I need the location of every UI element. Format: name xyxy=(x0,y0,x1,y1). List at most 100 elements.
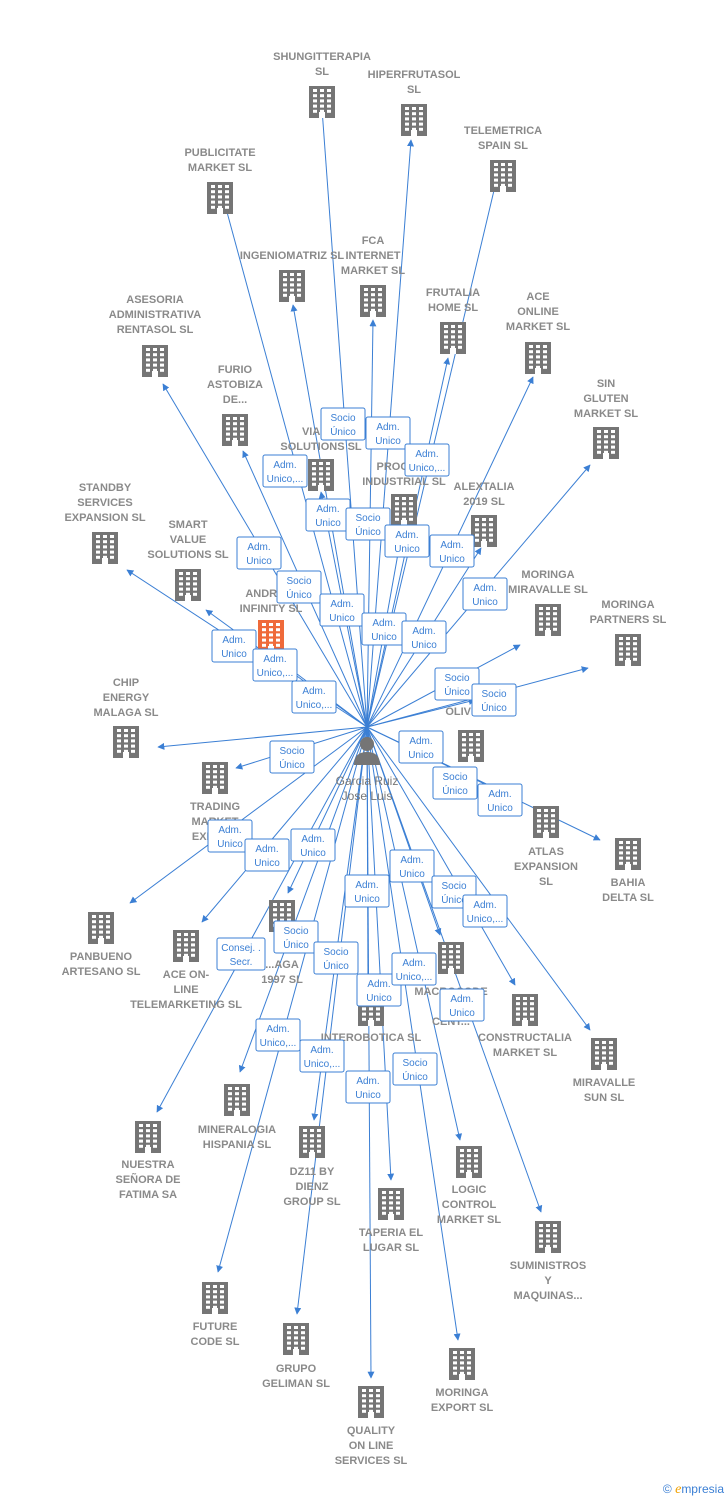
relation-badge[interactable]: Adm.Unico xyxy=(384,524,430,558)
center-person[interactable]: Garcia Ruiz Jose Luis xyxy=(336,737,399,803)
company-label: MINERALOGIA xyxy=(198,1124,276,1136)
relation-badge[interactable]: Adm.Unico,... xyxy=(462,894,508,928)
relation-badge[interactable]: Adm.Unico xyxy=(305,498,351,532)
company-label: TELEMARKETING SL xyxy=(130,999,242,1011)
relation-label: Unico xyxy=(472,597,498,608)
relation-badge[interactable]: Adm.Unico xyxy=(477,783,523,817)
building-icon xyxy=(512,994,538,1026)
relation-badge[interactable]: Adm.Unico xyxy=(462,577,508,611)
company-label: SIN xyxy=(597,378,615,390)
company-label: SUMINISTROS xyxy=(510,1260,586,1272)
edge-mineralogia xyxy=(238,726,368,1073)
relation-badge[interactable]: Adm.Unico xyxy=(398,730,444,764)
relation-badge[interactable]: Adm.Unico xyxy=(356,973,402,1007)
company-label: SERVICES xyxy=(77,497,132,509)
company-node-furio[interactable]: FURIOASTOBIZADE... xyxy=(207,364,263,446)
company-label: HISPANIA SL xyxy=(203,1139,272,1151)
relation-badge[interactable]: Adm.Unico,... xyxy=(262,454,308,488)
relation-label: Adm. xyxy=(218,825,241,836)
company-label: MORINGA xyxy=(521,569,574,581)
relation-badge[interactable]: Adm.Unico xyxy=(244,838,290,872)
relation-badge[interactable]: Adm.Unico xyxy=(389,849,435,883)
relation-badge[interactable]: Adm.Unico xyxy=(344,874,390,908)
company-node-suministros[interactable]: SUMINISTROSYMAQUINAS... xyxy=(510,1221,586,1302)
relation-badge[interactable]: Consej. .Secr. xyxy=(216,937,266,971)
company-label: INFINITY SL xyxy=(240,603,303,615)
company-label: INGENIOMATRIZ SL xyxy=(240,250,345,262)
relation-badge[interactable]: Adm.Unico,... xyxy=(299,1039,345,1073)
relation-badge[interactable]: Adm.Unico xyxy=(365,416,411,450)
edge-quality-online xyxy=(366,726,375,1379)
relation-label: Adm. xyxy=(247,542,270,553)
relation-badge[interactable]: Adm.Unico,... xyxy=(291,680,337,714)
relation-badge[interactable]: Adm.Unico xyxy=(345,1070,391,1104)
relation-badge[interactable]: Adm.Unico,... xyxy=(255,1018,301,1052)
relation-badge[interactable]: Adm.Unico xyxy=(211,629,257,663)
building-icon xyxy=(202,762,228,794)
company-label: SEÑORA DE xyxy=(116,1173,181,1186)
company-node-mineralogia[interactable]: MINERALOGIA HISPANIA SL xyxy=(198,1084,276,1151)
relation-badge[interactable]: Adm.Unico xyxy=(439,988,485,1022)
company-label: LUGAR SL xyxy=(363,1242,420,1254)
relation-badge[interactable]: Adm.Unico xyxy=(290,828,336,862)
relation-badge[interactable]: Adm.Unico xyxy=(401,620,447,654)
building-icon xyxy=(92,532,118,564)
relation-badge[interactable]: Adm.Unico xyxy=(319,593,365,627)
relation-badge[interactable]: Adm.Unico xyxy=(429,534,475,568)
relation-badge[interactable]: Adm.Unico,... xyxy=(252,648,298,682)
company-node-ingeniomatriz[interactable]: INGENIOMATRIZ SL xyxy=(240,250,345,302)
brand-footer[interactable]: © empresia xyxy=(663,1482,724,1498)
relation-label: Unico,... xyxy=(396,972,433,983)
building-icon xyxy=(202,1282,228,1314)
edge-malaga-1997 xyxy=(287,726,368,894)
company-label: MARKET SL xyxy=(188,162,252,174)
relation-badge[interactable]: Adm.Unico xyxy=(236,536,282,570)
relation-badge[interactable]: Adm.Unico,... xyxy=(391,952,437,986)
company-label: QUALITY xyxy=(347,1425,396,1437)
company-label: FURIO xyxy=(218,364,253,376)
relation-badge[interactable]: Adm.Unico,... xyxy=(404,443,450,477)
relation-badge[interactable]: Adm.Unico xyxy=(207,819,253,853)
relation-badge[interactable]: Adm.Unico xyxy=(361,612,407,646)
